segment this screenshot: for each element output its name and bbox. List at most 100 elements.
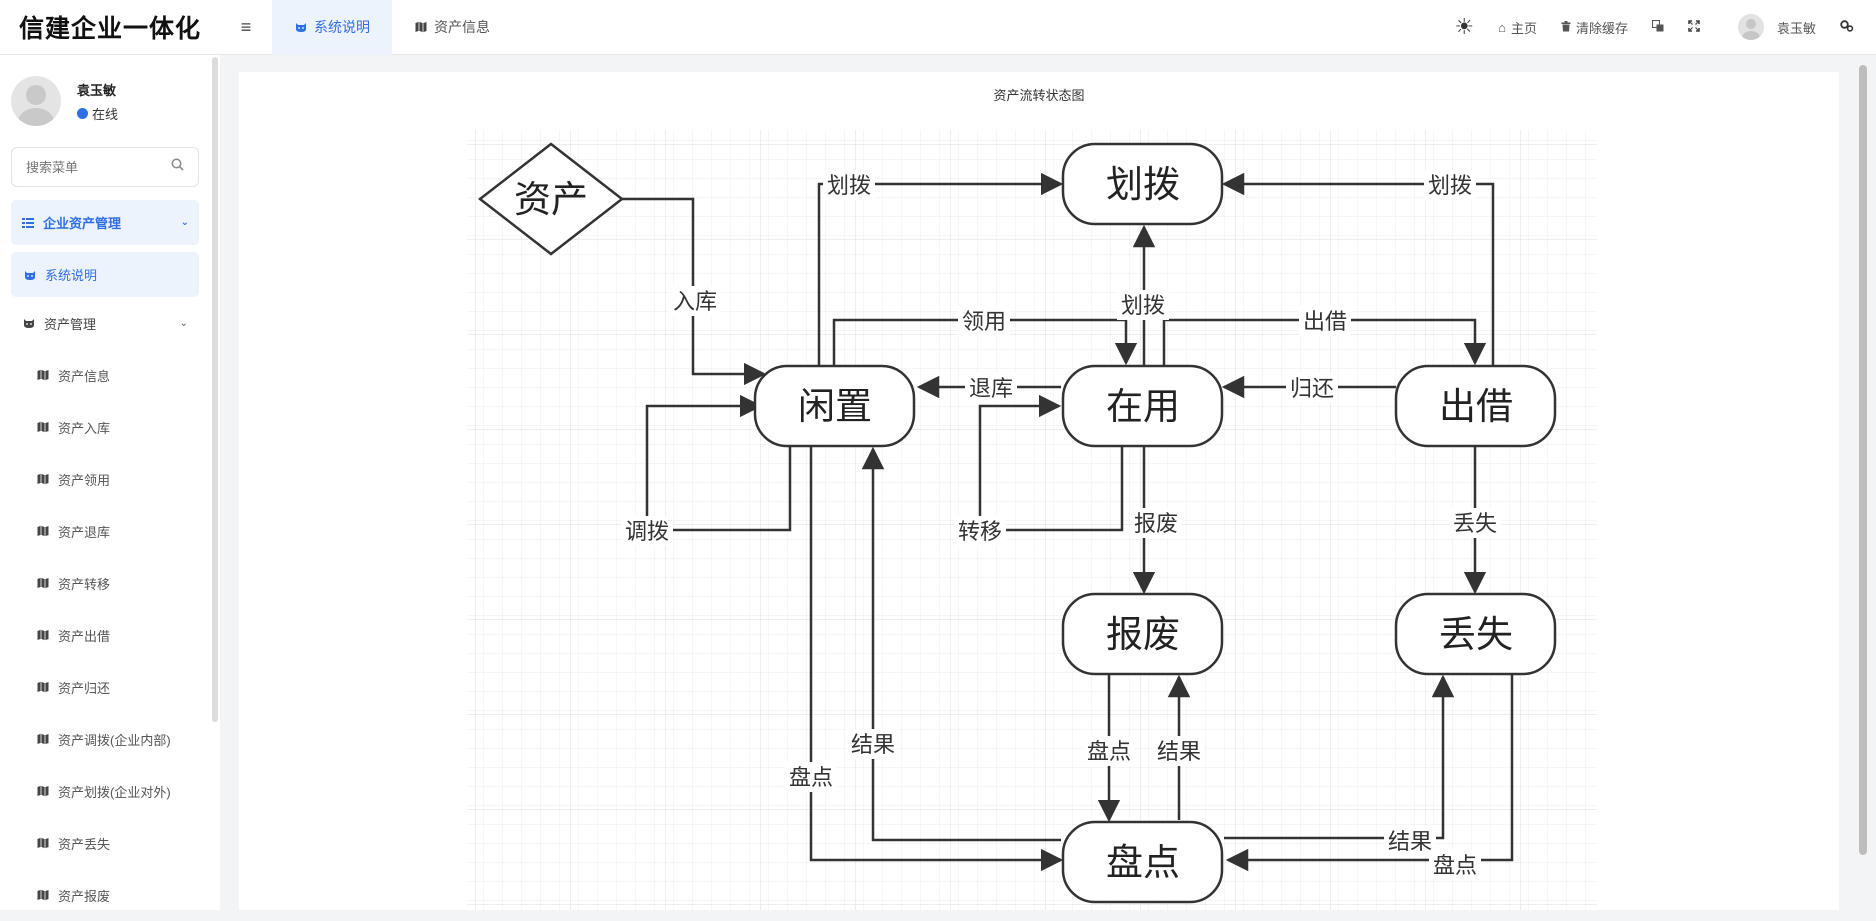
edge-pandian-left — [809, 444, 1064, 872]
page-title: 资产流转状态图 — [993, 88, 1085, 103]
map-icon — [36, 785, 50, 797]
sidebar-leaf-item[interactable]: 资产报废 — [0, 869, 210, 921]
avatar — [1737, 14, 1764, 40]
map-icon — [36, 369, 50, 381]
edge-label-huabo-mid: 划拨 — [1121, 294, 1165, 319]
sidebar-submenu-label: 资产管理 — [44, 316, 97, 332]
sidebar-leaf-list: 资产信息资产入库资产领用资产退库资产转移资产出借资产归还资产调拨(企业内部) 资产… — [0, 349, 210, 921]
node-diushi — [1394, 592, 1557, 676]
top-header: 信建企业一体化 ≡ 系统说明 资产信息 ☀ ⌂ 主页 清除缓存 — [0, 0, 1876, 55]
cat-icon — [23, 269, 37, 281]
tab-system-description[interactable]: 系统说明 — [272, 0, 392, 55]
edge-label-baofei: 报废 — [1134, 512, 1178, 537]
sidebar-leaf-item[interactable]: 资产划拨(企业对外) — [0, 765, 210, 817]
edge-pandian-right — [1225, 672, 1514, 872]
search-input[interactable] — [26, 159, 156, 175]
page-scrollbar[interactable] — [1857, 65, 1869, 910]
home-icon: ⌂ — [1498, 19, 1506, 35]
fullscreen-button[interactable] — [1676, 0, 1712, 55]
edge-label-pandian-baofei: 盘点 — [1087, 740, 1131, 765]
sidebar-submenu-asset-management[interactable]: 资产管理 ⌄ — [0, 297, 210, 349]
sidebar-leaf-item[interactable]: 资产转移 — [0, 557, 210, 609]
settings-button[interactable] — [1828, 0, 1866, 55]
search-icon[interactable] — [171, 158, 184, 176]
avatar — [11, 76, 61, 126]
node-huabo-label: 划拨 — [1106, 163, 1180, 206]
clear-cache-button[interactable]: 清除缓存 — [1549, 0, 1640, 55]
chevron-down-icon: ⌄ — [180, 217, 189, 228]
sidebar-item-label: 系统说明 — [45, 268, 98, 283]
chevron-down-icon: ⌄ — [179, 317, 188, 329]
map-icon — [36, 681, 50, 693]
hamburger-icon[interactable]: ≡ — [240, 16, 252, 37]
status-text: 在线 — [92, 106, 119, 122]
cat-icon — [294, 21, 308, 33]
scrollbar-thumb[interactable] — [212, 57, 218, 722]
status-dot-icon — [77, 107, 88, 119]
user-menu[interactable]: 袁玉敏 — [1712, 0, 1828, 55]
sidebar-item-system-description[interactable]: 系统说明 — [11, 252, 199, 297]
edge-label-diaobo: 调拨 — [625, 520, 669, 545]
sidebar-leaf-item[interactable]: 资产调拨(企业内部) — [0, 713, 210, 765]
map-icon — [36, 733, 50, 745]
sun-icon: ☀ — [1454, 14, 1475, 39]
edge-label-diushi: 丢失 — [1453, 512, 1497, 537]
node-baofei — [1061, 592, 1224, 676]
sidebar-leaf-label: 资产归还 — [58, 680, 111, 696]
map-icon — [36, 525, 50, 537]
home-link[interactable]: ⌂ 主页 — [1486, 0, 1549, 55]
map-icon — [36, 837, 50, 849]
map-icon — [36, 577, 50, 589]
status-badge: 在线 — [77, 104, 118, 123]
edge-label-pandian-left: 盘点 — [789, 766, 833, 791]
sidebar-leaf-item[interactable]: 资产退库 — [0, 505, 210, 557]
edge-label-zhuanyi: 转移 — [958, 520, 1002, 545]
node-pandian-label: 盘点 — [1106, 841, 1180, 884]
sidebar-leaf-label: 资产划拨(企业对外) — [58, 784, 171, 800]
node-zaiyong-label: 在用 — [1106, 385, 1180, 428]
node-chujie — [1394, 364, 1557, 448]
search-box[interactable] — [11, 147, 199, 187]
theme-toggle[interactable]: ☀ — [1442, 0, 1486, 55]
edge-label-jieguo-baofei: 结果 — [1157, 740, 1201, 765]
sidebar-leaf-item[interactable]: 资产入库 — [0, 401, 210, 453]
sidebar-group-enterprise-assets[interactable]: 企业资产管理 ⌄ — [11, 200, 199, 245]
scrollbar-thumb[interactable] — [1859, 65, 1867, 855]
cat-icon — [22, 317, 36, 329]
edge-label-lingyong: 领用 — [962, 310, 1006, 335]
sidebar-leaf-label: 资产报废 — [58, 888, 111, 904]
sidebar-user-name: 袁玉敏 — [77, 82, 117, 98]
edge-label-pandian-right: 盘点 — [1433, 854, 1477, 879]
node-xianzhi-label: 闲置 — [798, 385, 872, 428]
fullscreen-icon — [1688, 19, 1700, 35]
tab-label: 资产信息 — [434, 19, 490, 35]
sidebar-leaf-item[interactable]: 资产信息 — [0, 349, 210, 401]
node-huabo — [1061, 142, 1224, 226]
node-pandian — [1061, 820, 1224, 904]
sidebar-leaf-item[interactable]: 资产领用 — [0, 453, 210, 505]
sidebar-leaf-item[interactable]: 资产丢失 — [0, 817, 210, 869]
map-icon — [36, 889, 50, 901]
translate-button[interactable] — [1640, 0, 1676, 55]
trash-icon — [1561, 20, 1571, 35]
edge-label-jieguo-right: 结果 — [1388, 830, 1432, 855]
node-chujie-label: 出借 — [1439, 385, 1513, 428]
home-label: 主页 — [1510, 20, 1537, 36]
sidebar-leaf-item[interactable]: 资产出借 — [0, 609, 210, 661]
sidebar-leaf-item[interactable]: 资产归还 — [0, 661, 210, 713]
edge-huabo-right — [1221, 172, 1495, 365]
sidebar-scrollbar[interactable] — [210, 55, 220, 910]
tab-asset-info[interactable]: 资产信息 — [392, 0, 512, 55]
node-start-label: 资产 — [514, 178, 588, 221]
map-icon — [414, 21, 428, 33]
main-content: 资产流转状态图 — [239, 72, 1839, 910]
edge-label-huabo-right: 划拨 — [1428, 174, 1472, 199]
sidebar-leaf-label: 资产领用 — [58, 472, 111, 488]
sidebar-leaf-label: 资产退库 — [58, 524, 111, 540]
map-icon — [36, 421, 50, 433]
edge-label-guihuan: 归还 — [1290, 377, 1334, 402]
edge-label-huabo-left: 划拨 — [827, 174, 871, 199]
node-zaiyong — [1061, 364, 1224, 448]
sidebar-leaf-label: 资产入库 — [58, 420, 111, 436]
brand-title[interactable]: 信建企业一体化 — [18, 14, 201, 43]
